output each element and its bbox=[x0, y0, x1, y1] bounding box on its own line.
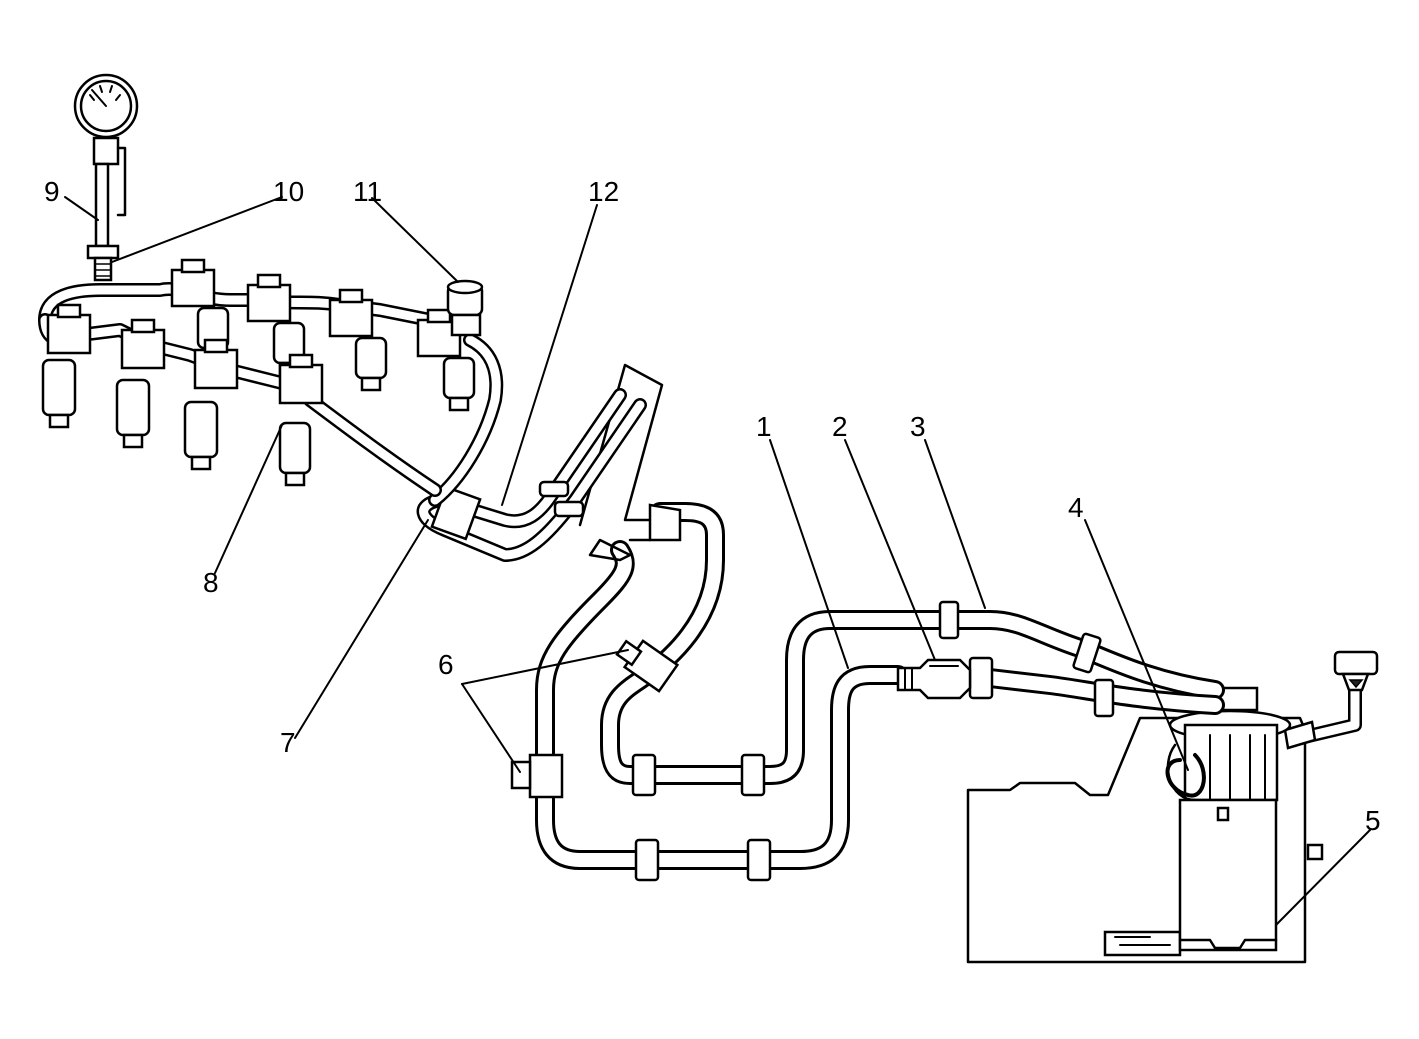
hose-clamps bbox=[631, 600, 1115, 882]
fuel-feed-line bbox=[535, 540, 908, 870]
fuel-injectors bbox=[41, 258, 476, 487]
callout-10: 10 bbox=[273, 176, 304, 207]
fuel-filler-neck bbox=[1283, 650, 1379, 750]
leader-lines bbox=[64, 196, 1371, 926]
fuel-filter bbox=[896, 658, 972, 700]
callout-4: 4 bbox=[1068, 492, 1084, 523]
frame-bracket bbox=[578, 363, 682, 562]
callout-11: 11 bbox=[353, 176, 382, 207]
callout-5: 5 bbox=[1365, 805, 1381, 836]
quick-connectors bbox=[510, 639, 680, 799]
rail-supply-pipes bbox=[303, 333, 647, 562]
callout-7: 7 bbox=[280, 727, 296, 758]
callout-12: 12 bbox=[588, 176, 619, 207]
fuel-pressure-gauge bbox=[73, 73, 139, 282]
fuel-tank bbox=[966, 716, 1324, 964]
callout-6: 6 bbox=[438, 649, 454, 680]
callout-3: 3 bbox=[910, 411, 926, 442]
fuel-pressure-regulator bbox=[446, 279, 484, 337]
fuel-pump-module bbox=[1165, 686, 1292, 952]
callout-9: 9 bbox=[44, 176, 60, 207]
callout-1: 1 bbox=[756, 411, 772, 442]
callout-labels: 1 2 3 4 5 6 7 8 9 10 11 12 bbox=[44, 176, 1381, 836]
fuel-return-line bbox=[600, 502, 1225, 785]
callout-2: 2 bbox=[832, 411, 848, 442]
callout-8: 8 bbox=[203, 567, 219, 598]
